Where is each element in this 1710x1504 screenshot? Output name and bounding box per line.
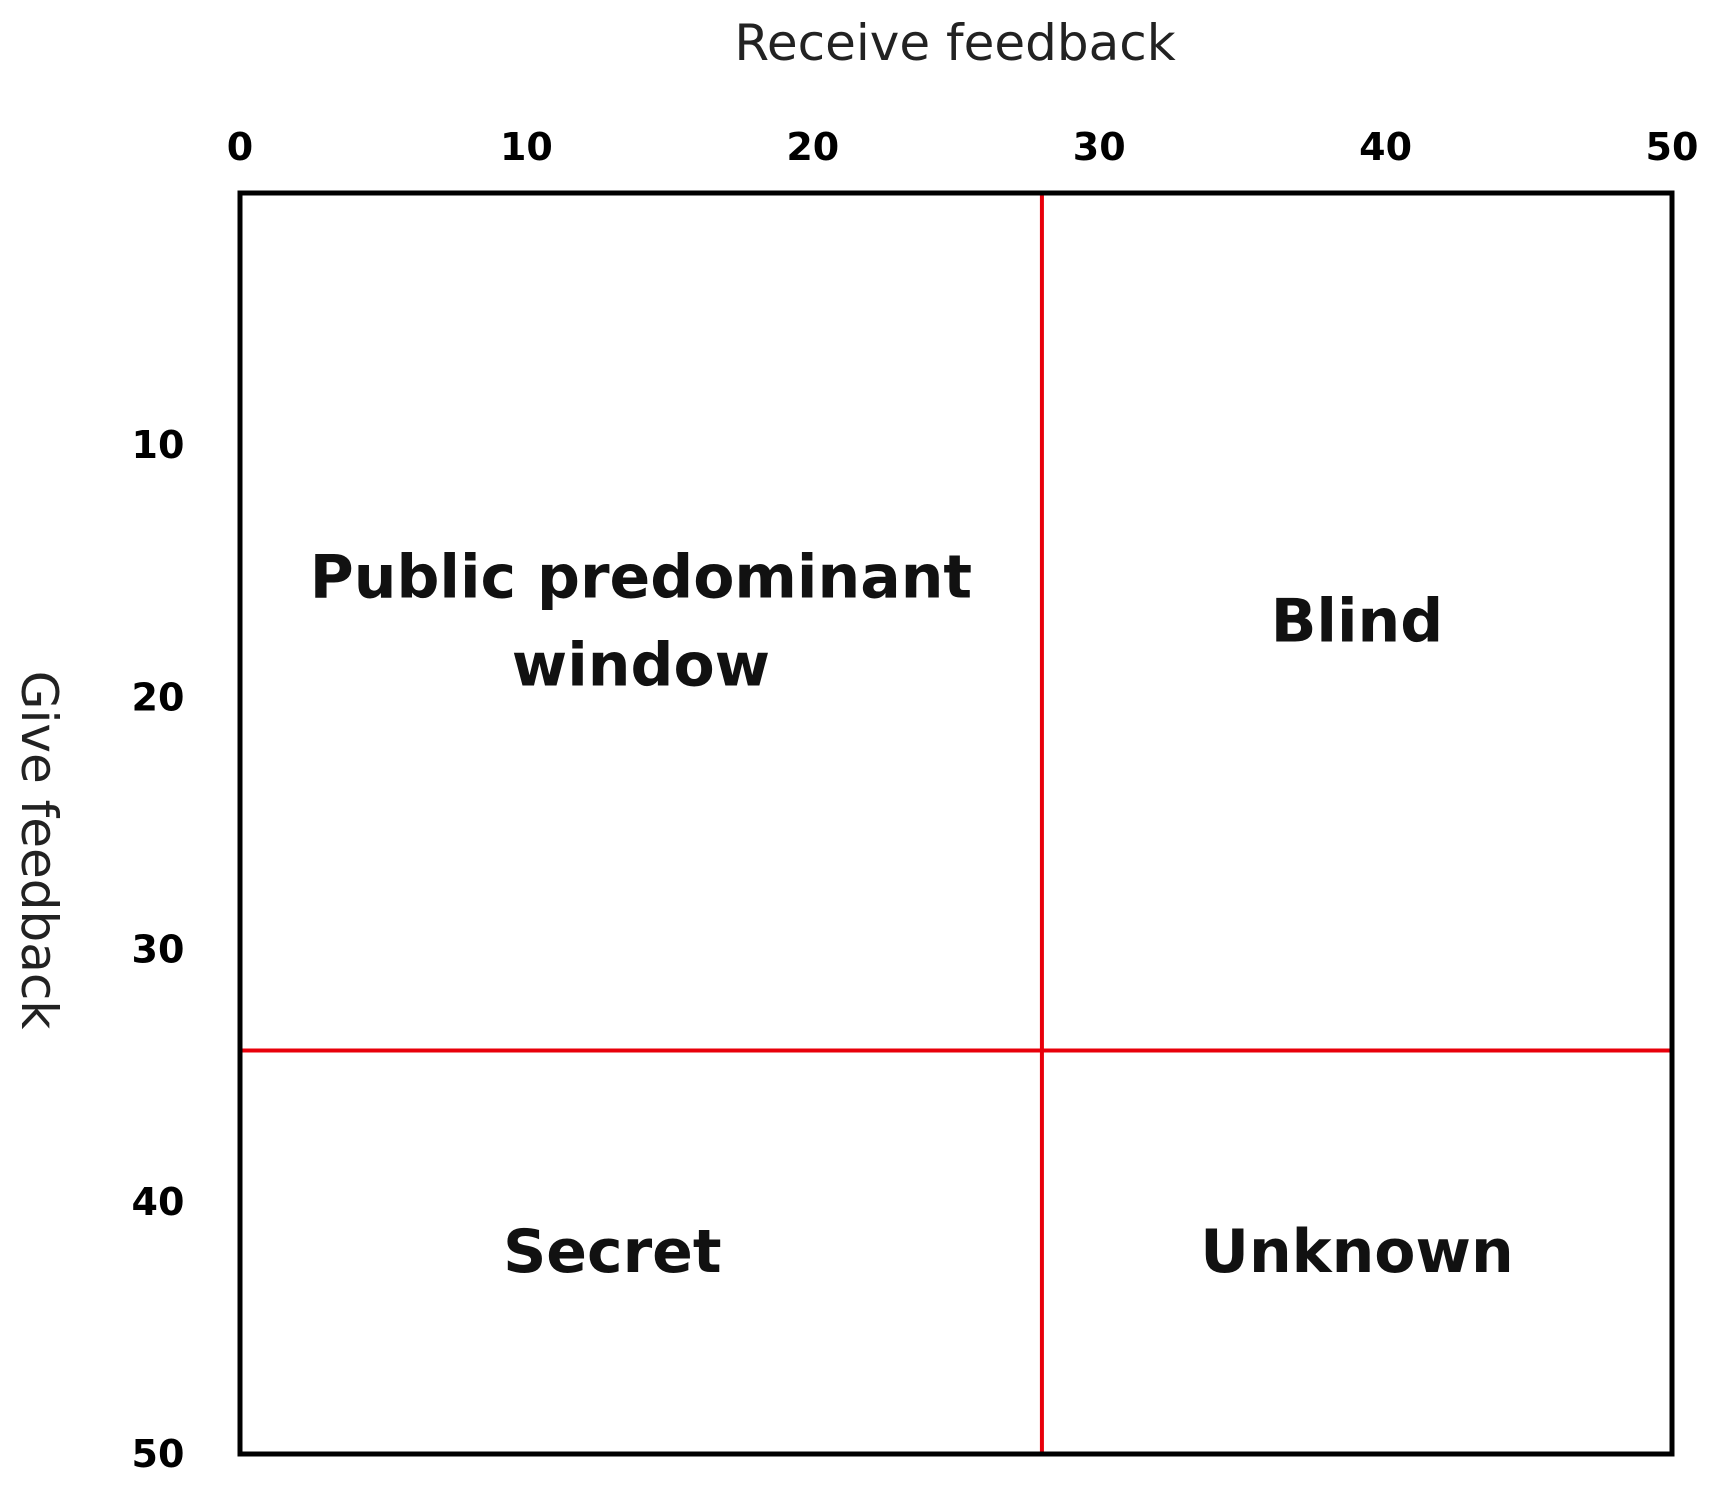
quadrant-dividers [240,193,1672,1454]
quadrant-label-unknown: Unknown [1200,1217,1513,1287]
quadrant-label-public: Public predominant [310,543,972,613]
x-tick-label: 50 [1646,125,1699,169]
x-tick-label: 30 [1073,125,1126,169]
y-axis-title: Give feedback [10,671,68,1030]
x-tick-label: 0 [227,125,253,169]
y-tick-label: 30 [132,928,185,972]
y-axis-ticks: 10 20 30 40 50 [132,423,185,1476]
x-tick-label: 10 [500,125,553,169]
x-axis-ticks: 0 10 20 30 40 50 [227,125,1699,169]
plot-frame [237,190,1675,1457]
x-tick-label: 40 [1359,125,1412,169]
y-tick-label: 20 [132,675,185,719]
y-tick-label: 50 [132,1432,185,1476]
quadrant-label-secret: Secret [503,1217,721,1287]
quadrant-label-public: window [512,631,770,701]
x-tick-label: 20 [786,125,839,169]
quadrant-label-blind: Blind [1271,587,1444,657]
x-axis-title: Receive feedback [734,14,1175,72]
y-tick-label: 10 [132,423,185,467]
y-tick-label: 40 [132,1180,185,1224]
